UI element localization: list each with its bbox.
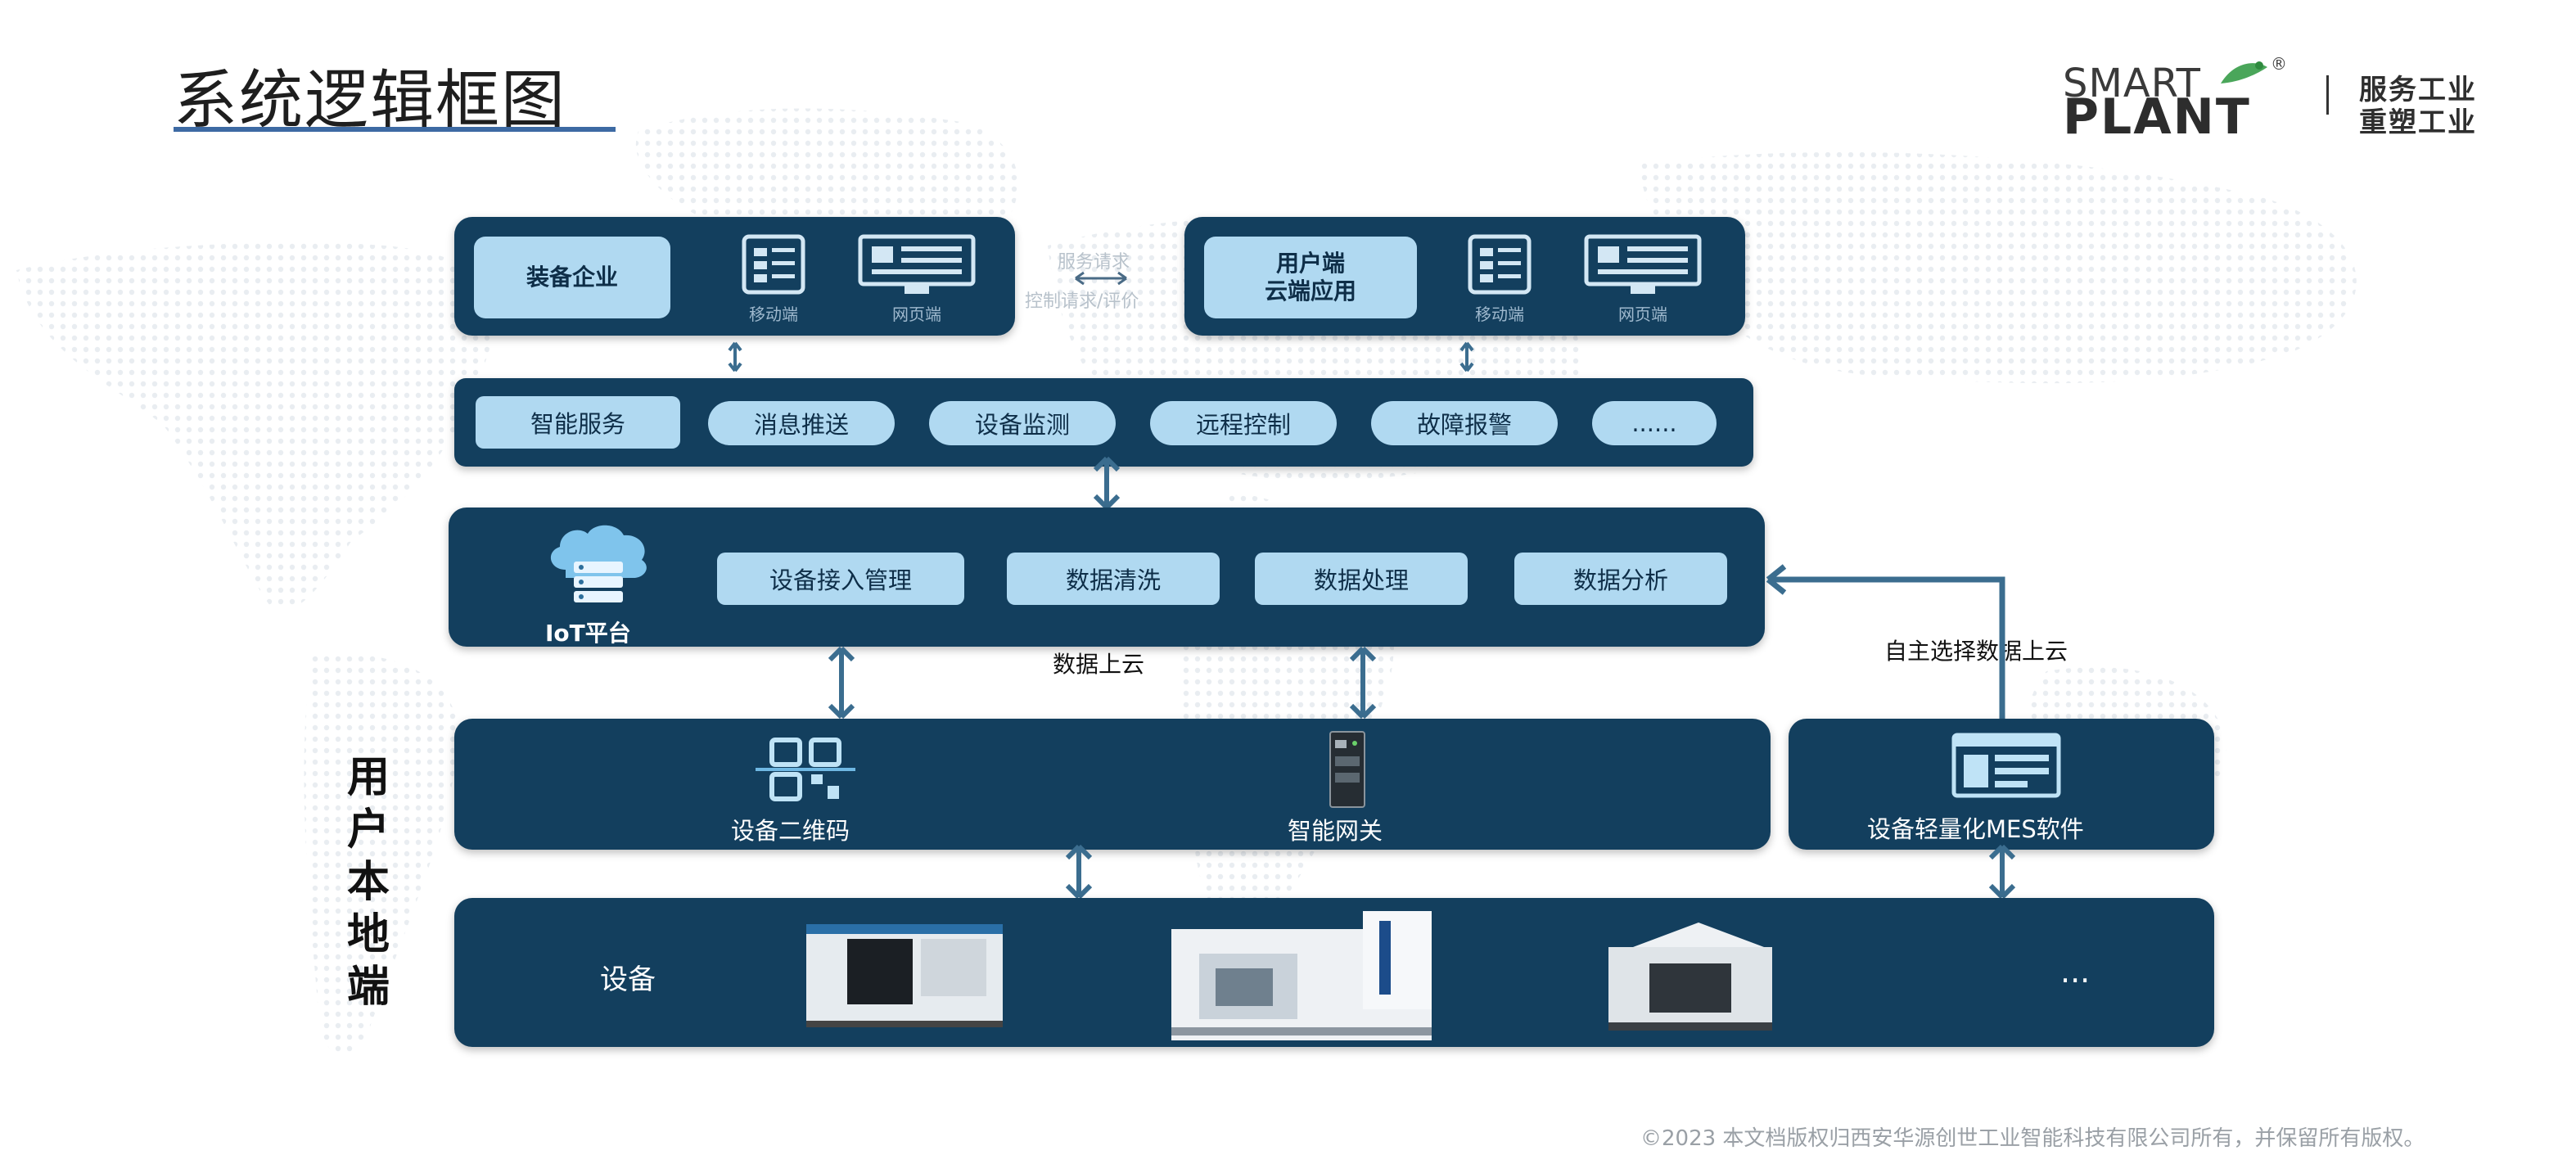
more-equipment-label: ... — [2060, 954, 2091, 990]
side-char-5: 端 — [346, 963, 390, 1012]
service-item-remote-control: 远程控制 — [1150, 401, 1337, 445]
local-devices-panel: 设备二维码 智能网关 — [454, 719, 1771, 850]
service-bar: 智能服务 消息推送 设备监测 远程控制 故障报警 ...... — [454, 378, 1753, 467]
equipment-label: 设备 — [600, 963, 656, 996]
registered-mark: ® — [2271, 54, 2287, 74]
logo-smart-text: SMART — [2063, 61, 2201, 106]
mes-software-label: 设备轻量化MES软件 — [1867, 815, 2084, 843]
user-cloud-app-label: 用户端 云端应用 — [1204, 237, 1417, 318]
machine-3-image — [1608, 923, 1772, 1031]
service-item-device-monitor: 设备监测 — [929, 401, 1116, 445]
logo-separator — [2326, 75, 2329, 115]
side-char-2: 户 — [346, 805, 390, 855]
logo-plant-text: PLANT — [2063, 88, 2251, 146]
smart-gateway-icon — [1329, 731, 1365, 808]
user-cloud-app-line2: 云端应用 — [1264, 277, 1356, 305]
bidirectional-arrow-icon — [1075, 271, 1127, 286]
iot-platform-label: IoT平台 — [545, 620, 631, 647]
user-cloud-app-line1: 用户端 — [1275, 250, 1345, 277]
self-upload-label: 自主选择数据上云 — [1884, 638, 2068, 665]
mobile-app-icon — [742, 234, 805, 295]
mobile-app-icon — [1468, 234, 1532, 295]
title-underline — [174, 127, 616, 132]
module-data-processing: 数据处理 — [1255, 553, 1468, 605]
vertical-arrow-gateway-iot — [1349, 646, 1377, 720]
equipment-enterprise-panel: 装备企业 移动端 网页端 — [454, 217, 1015, 336]
service-item-message-push: 消息推送 — [708, 401, 895, 445]
mobile-label: 移动端 — [749, 305, 798, 324]
module-data-cleaning: 数据清洗 — [1007, 553, 1220, 605]
control-request-text: 控制请求/评价 — [1025, 291, 1139, 312]
mes-software-icon — [1951, 733, 2061, 798]
service-request-text: 服务请求 — [1058, 252, 1130, 273]
qr-code-icon — [756, 738, 855, 801]
vertical-arrow-service-iot — [1093, 456, 1121, 510]
vertical-arrow-local-equipment — [1065, 844, 1093, 900]
module-device-access: 设备接入管理 — [717, 553, 964, 605]
qr-code-label: 设备二维码 — [731, 817, 850, 845]
web-page-icon — [1584, 234, 1702, 294]
iot-platform-panel: IoT平台 设备接入管理 数据清洗 数据处理 数据分析 — [449, 508, 1765, 647]
web-label: 网页端 — [892, 305, 941, 324]
service-item-smart-service: 智能服务 — [476, 396, 680, 449]
mobile-label: 移动端 — [1475, 305, 1524, 324]
mes-software-panel: 设备轻量化MES软件 — [1789, 719, 2214, 850]
equipment-panel: 设备 ... — [454, 898, 2214, 1047]
user-cloud-app-panel: 用户端 云端应用 移动端 网页端 — [1184, 217, 1745, 336]
service-item-fault-alarm: 故障报警 — [1371, 401, 1558, 445]
side-char-4: 地 — [346, 910, 390, 959]
vertical-arrow-mes-equipment — [1988, 844, 2016, 900]
copyright-notice: ©2023 本文档版权归西安华源创世工业智能科技有限公司所有，并保留所有版权。 — [1640, 1126, 2425, 1151]
cloud-server-icon — [550, 525, 647, 602]
gateway-label: 智能网关 — [1288, 817, 1383, 845]
slogan-line1: 服务工业 — [2359, 74, 2477, 106]
vertical-arrow-qr-iot — [828, 646, 855, 720]
web-page-icon — [858, 234, 976, 294]
leaf-figure-icon — [2221, 61, 2267, 83]
data-upload-label: 数据上云 — [1053, 651, 1145, 678]
side-char-1: 用 — [346, 753, 390, 802]
machine-2-image — [1171, 911, 1432, 1040]
machine-1-image — [806, 924, 1003, 1027]
equipment-enterprise-label: 装备企业 — [474, 237, 670, 318]
user-local-side-label: 用 户 本 地 端 — [344, 751, 393, 1013]
slogan-line2: 重塑工业 — [2359, 106, 2477, 139]
small-vertical-arrow-left — [728, 341, 742, 372]
page-title: 系统逻辑框图 — [174, 64, 567, 138]
small-vertical-arrow-right — [1459, 341, 1474, 372]
mes-to-iot-arrow — [1766, 564, 2005, 719]
service-item-more: ...... — [1592, 401, 1717, 445]
smart-plant-logo: SMART ® PLANT 服务工业 重塑工业 — [2063, 54, 2521, 146]
side-char-3: 本 — [346, 858, 390, 907]
web-label: 网页端 — [1618, 305, 1667, 324]
module-data-analysis: 数据分析 — [1514, 553, 1727, 605]
